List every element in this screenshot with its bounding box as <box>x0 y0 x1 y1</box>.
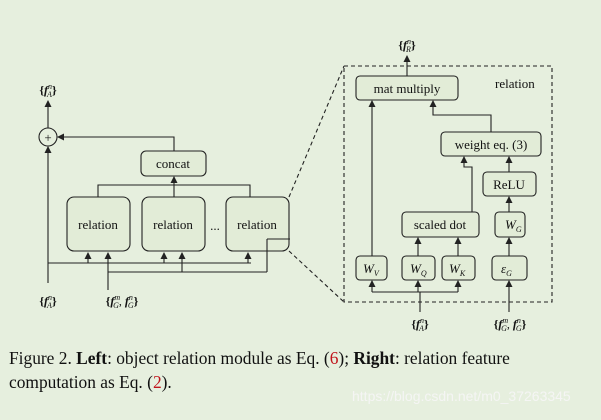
caption-left-end: ); <box>338 348 350 368</box>
caption-right-text: : relation feature computation as Eq. ( <box>9 348 510 392</box>
eg-label: εG <box>501 261 512 278</box>
ellipsis: ... <box>210 218 220 233</box>
figure-caption: Figure 2. Left: object relation module a… <box>9 346 594 394</box>
scaled-dot-label: scaled dot <box>414 217 467 232</box>
wq-label: WQ <box>410 261 427 278</box>
relu-label: ReLU <box>493 177 525 192</box>
mat-multiply-box <box>355 75 459 101</box>
caption-right-label: Right <box>353 348 395 368</box>
relation-box-2 <box>141 196 206 252</box>
caption-figure-number: Figure 2. <box>9 348 72 368</box>
concat-label: concat <box>156 156 190 171</box>
wk-label: WK <box>449 261 466 278</box>
relation-detail-frame <box>343 65 553 303</box>
relation-box-3 <box>225 196 290 252</box>
relation-detail-title: relation <box>495 76 535 91</box>
caption-left-label: Left <box>76 348 108 368</box>
relation-label-1: relation <box>78 217 118 232</box>
weight-eq-label: weight eq. (3) <box>455 137 528 152</box>
caption-right-ref[interactable]: 2 <box>152 372 162 392</box>
plus-sign: + <box>44 130 51 145</box>
caption-left-text: : object relation module as Eq. ( <box>107 348 330 368</box>
watermark: https://blog.csdn.net/m0_37263345 <box>352 388 571 404</box>
wg-label: WG <box>505 217 522 234</box>
caption-right-end: ). <box>161 372 172 392</box>
relation-label-2: relation <box>153 217 193 232</box>
scaled-dot-box <box>401 211 480 238</box>
mat-multiply-label: mat multiply <box>374 81 441 96</box>
wv-label: WV <box>363 261 380 278</box>
caption-left-ref[interactable]: 6 <box>329 348 339 368</box>
relation-label-3: relation <box>237 217 277 232</box>
relation-box-1 <box>66 196 131 252</box>
